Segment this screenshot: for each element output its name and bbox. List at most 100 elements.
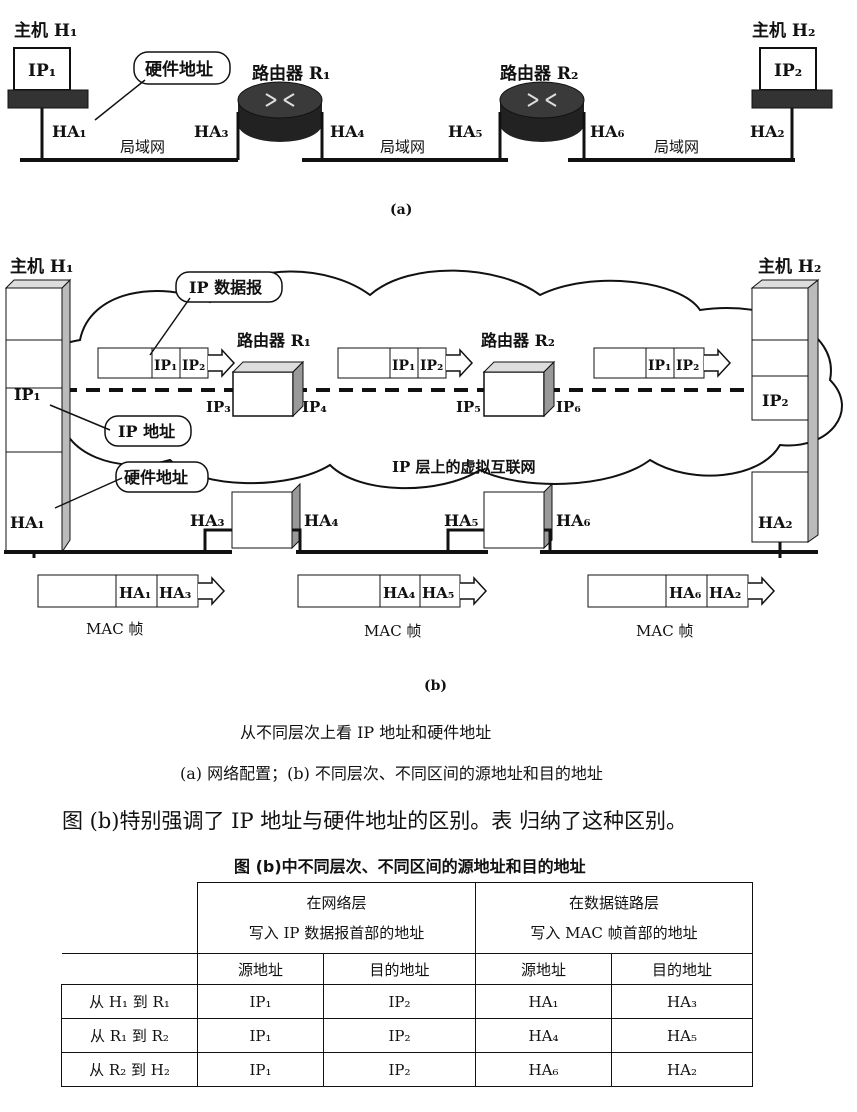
fig-b-ha2: HA₂: [758, 513, 793, 532]
body-paragraph: 图 (b)特别强调了 IP 地址与硬件地址的区别。表 归纳了这种区别。: [62, 809, 687, 833]
virtual-internet-cloud: [27, 269, 843, 490]
ip-datagram-callout: [149, 271, 283, 356]
fig-a-lan-1: 局域网: [120, 138, 165, 156]
fig-b-ip4: IP₄: [302, 398, 327, 416]
router-r2-icon: [498, 81, 586, 160]
table-corner: [61, 882, 198, 954]
fig-b-dg2-ip2: IP₂: [420, 358, 443, 374]
fig-a-hw-callout: 硬件地址: [145, 59, 213, 80]
router-r2-ip-box: [482, 360, 556, 418]
ip-datagram-1: [97, 347, 235, 379]
fig-b-ha1: HA₁: [10, 513, 45, 532]
fig-b-ha6: HA₆: [556, 511, 591, 530]
fig-b-ip3: IP₃: [206, 398, 231, 416]
row-label: 从 H₁ 到 R₁: [61, 984, 198, 1019]
table-header-row-2: 源地址 目的地址 源地址 目的地址: [61, 953, 753, 985]
table-cell: IP₁: [197, 984, 324, 1019]
figure-a: 主机 H₁ 主机 H₂ IP₁ IP₂ 硬件地址 路由器 R₁ 路由器 R₂ H…: [7, 20, 833, 218]
fig-b-ip6: IP₆: [556, 398, 581, 416]
fig-b-ip5: IP₅: [456, 398, 481, 416]
fig-a-h1-label: 主机 H₁: [14, 20, 77, 41]
fig-b-h2-label: 主机 H₂: [758, 256, 821, 277]
hw-addr-callout-b: [54, 461, 209, 509]
fig-a-ha1: HA₁: [52, 122, 87, 141]
link-layer-desc: 写入 MAC 帧首部的地址: [530, 924, 698, 942]
ip-datagram-2: [337, 347, 473, 379]
network-layer-title: 在网络层: [306, 894, 367, 912]
sub-header: 目的地址: [323, 953, 476, 985]
router-r1-icon: [236, 81, 324, 160]
fig-b-h1-ip1: IP₁: [14, 385, 41, 404]
fig-a-lan-2: 局域网: [380, 138, 425, 156]
table-cell: HA₃: [611, 984, 753, 1019]
sub-header: 目的地址: [611, 953, 753, 985]
fig-b-dg1-ip2: IP₂: [182, 358, 205, 374]
fig-a-ip2: IP₂: [774, 61, 802, 81]
host-h1-protocol-stack: [4, 278, 72, 558]
fig-a-lan-3: 局域网: [654, 138, 699, 156]
fig-b-mf3-ha6: HA₆: [669, 584, 702, 602]
fig-b-mf1-ha3: HA₃: [159, 584, 191, 602]
router-r2-link-box: [446, 482, 553, 550]
host-h2-computer-icon: [751, 47, 833, 160]
fig-b-dg3-ip2: IP₂: [676, 358, 699, 374]
fig-b-mac-frame-3: MAC 帧: [636, 622, 693, 640]
fig-b-mf2-ha5: HA₅: [422, 584, 454, 602]
ip-addr-callout: [49, 404, 192, 447]
fig-b-dg3-ip1: IP₁: [648, 358, 671, 374]
figure-subtitle: (a) 网络配置；(b) 不同层次、不同区间的源地址和目的地址: [180, 764, 603, 783]
fig-b-dg1-ip1: IP₁: [154, 358, 177, 374]
figure-title: 从不同层次上看 IP 地址和硬件地址: [240, 723, 492, 742]
hw-addr-callout-a: [94, 51, 231, 121]
fig-b-r2-label: 路由器 R₂: [481, 331, 555, 350]
fig-b-ha3: HA₃: [190, 511, 225, 530]
fig-b-hw-addr-callout: 硬件地址: [124, 468, 188, 487]
fig-b-cloud-label: IP 层上的虚拟互联网: [392, 458, 536, 476]
table-cell: HA₂: [611, 1052, 753, 1087]
fig-a-caption: (a): [390, 202, 412, 218]
fig-b-ha4: HA₄: [304, 511, 339, 530]
fig-a-r2-label: 路由器 R₂: [500, 63, 579, 84]
table-cell: HA₄: [475, 1018, 612, 1053]
mac-frame-3: [587, 574, 775, 608]
network-layer-header: 在网络层 写入 IP 数据报首部的地址: [197, 882, 476, 954]
table-row: 从 R₂ 到 H₂ IP₁ IP₂ HA₆ HA₂: [61, 1052, 753, 1087]
table-row: 从 R₁ 到 R₂ IP₁ IP₂ HA₄ HA₅: [61, 1018, 753, 1053]
table-cell: HA₆: [475, 1052, 612, 1087]
router-r1-ip-box: [231, 360, 305, 418]
table-title: 图 (b)中不同层次、不同区间的源地址和目的地址: [234, 857, 586, 876]
network-layer-desc: 写入 IP 数据报首部的地址: [248, 924, 425, 942]
host-h1-computer-icon: [7, 47, 89, 160]
address-table: 在网络层 写入 IP 数据报首部的地址 在数据链路层 写入 MAC 帧首部的地址…: [61, 882, 753, 1087]
ip-datagram-3: [593, 347, 731, 379]
fig-b-r1-label: 路由器 R₁: [237, 331, 311, 350]
fig-b-h2-ip2: IP₂: [762, 391, 789, 410]
mac-frame-1: [37, 574, 225, 608]
fig-a-ha3: HA₃: [194, 122, 229, 141]
table-cell: IP₁: [197, 1052, 324, 1087]
row-label: 从 R₁ 到 R₂: [61, 1018, 198, 1053]
table-cell: IP₂: [323, 1052, 476, 1087]
fig-a-ha5: HA₅: [448, 122, 483, 141]
fig-a-ip1: IP₁: [28, 61, 56, 81]
fig-a-ha2: HA₂: [750, 122, 785, 141]
link-layer-title: 在数据链路层: [568, 894, 659, 912]
table-cell: HA₁: [475, 984, 612, 1019]
fig-a-ha6: HA₆: [590, 122, 625, 141]
table-cell: IP₂: [323, 984, 476, 1019]
table-row: 从 H₁ 到 R₁ IP₁ IP₂ HA₁ HA₃: [61, 984, 753, 1019]
table-corner-2: [61, 953, 198, 985]
row-label: 从 R₂ 到 H₂: [61, 1052, 198, 1087]
fig-a-ha4: HA₄: [330, 122, 365, 141]
link-layer-header: 在数据链路层 写入 MAC 帧首部的地址: [475, 882, 753, 954]
table-cell: IP₁: [197, 1018, 324, 1053]
figure-b: 主机 H₁ 主机 H₂ IP 数据报 IP 地址 硬件地址 路由器 R₁ 路由器…: [4, 256, 843, 694]
fig-b-mac-frame-1: MAC 帧: [86, 620, 143, 638]
fig-b-mf3-ha2: HA₂: [709, 584, 741, 602]
fig-b-ha5: HA₅: [444, 511, 479, 530]
fig-b-dg2-ip1: IP₁: [392, 358, 415, 374]
mac-frame-2: [297, 574, 487, 608]
table-cell: IP₂: [323, 1018, 476, 1053]
table-header-row-1: 在网络层 写入 IP 数据报首部的地址 在数据链路层 写入 MAC 帧首部的地址: [61, 882, 753, 954]
sub-header: 源地址: [475, 953, 612, 985]
